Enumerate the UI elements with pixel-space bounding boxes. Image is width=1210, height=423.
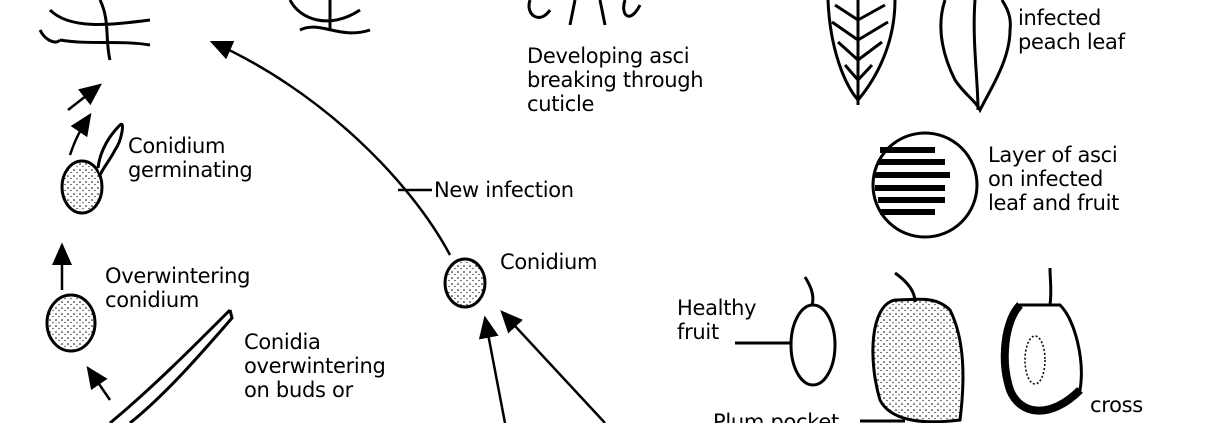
label-line: Healthy bbox=[677, 296, 757, 320]
label-overwintering-conidium: Overwintering conidium bbox=[105, 264, 251, 312]
cycle-arrows bbox=[52, 40, 606, 423]
label-plum-pocket: Plum pocket bbox=[713, 410, 839, 423]
healthy-leaf bbox=[826, 0, 897, 105]
label-line: conidium bbox=[105, 288, 200, 312]
label-line: leaf and fruit bbox=[988, 191, 1120, 215]
label-cross-section: cross bbox=[1090, 393, 1143, 417]
label-line: Conidium bbox=[128, 134, 226, 158]
host-tissue-sketch bbox=[38, 0, 642, 61]
label-line: on infected bbox=[988, 167, 1104, 191]
label-conidia-overwintering: Conidia overwintering on buds or bbox=[244, 330, 386, 402]
label-line: breaking through bbox=[527, 68, 704, 92]
label-line: Layer of asci bbox=[988, 143, 1118, 167]
label-line: peach leaf bbox=[1018, 30, 1125, 54]
fruit-drawings bbox=[735, 267, 1083, 423]
twig bbox=[109, 308, 234, 423]
label-line: fruit bbox=[677, 320, 719, 344]
label-developing-asci: Developing asci breaking through cuticle bbox=[527, 44, 704, 116]
label-line: Developing asci bbox=[527, 44, 690, 68]
label-layer-of-asci: Layer of asci on infected leaf and fruit bbox=[988, 143, 1119, 215]
label-line: Overwintering bbox=[105, 264, 251, 288]
label-conidium: Conidium bbox=[500, 250, 598, 274]
label-line: infected bbox=[1018, 6, 1102, 30]
label-healthy-fruit: Healthy fruit bbox=[677, 296, 757, 344]
label-new-infection: New infection bbox=[434, 178, 574, 202]
spores bbox=[45, 122, 487, 353]
asci-layer-circle bbox=[871, 131, 979, 239]
label-line: Conidia bbox=[244, 330, 321, 354]
label-conidium-germinating: Conidium germinating bbox=[128, 134, 253, 182]
label-line: on buds or bbox=[244, 378, 353, 402]
label-line: germinating bbox=[128, 158, 253, 182]
label-infected-peach-leaf: infected peach leaf bbox=[1018, 6, 1125, 54]
label-line: cuticle bbox=[527, 92, 595, 116]
infected-leaf bbox=[939, 0, 1012, 114]
label-line: overwintering bbox=[244, 354, 386, 378]
